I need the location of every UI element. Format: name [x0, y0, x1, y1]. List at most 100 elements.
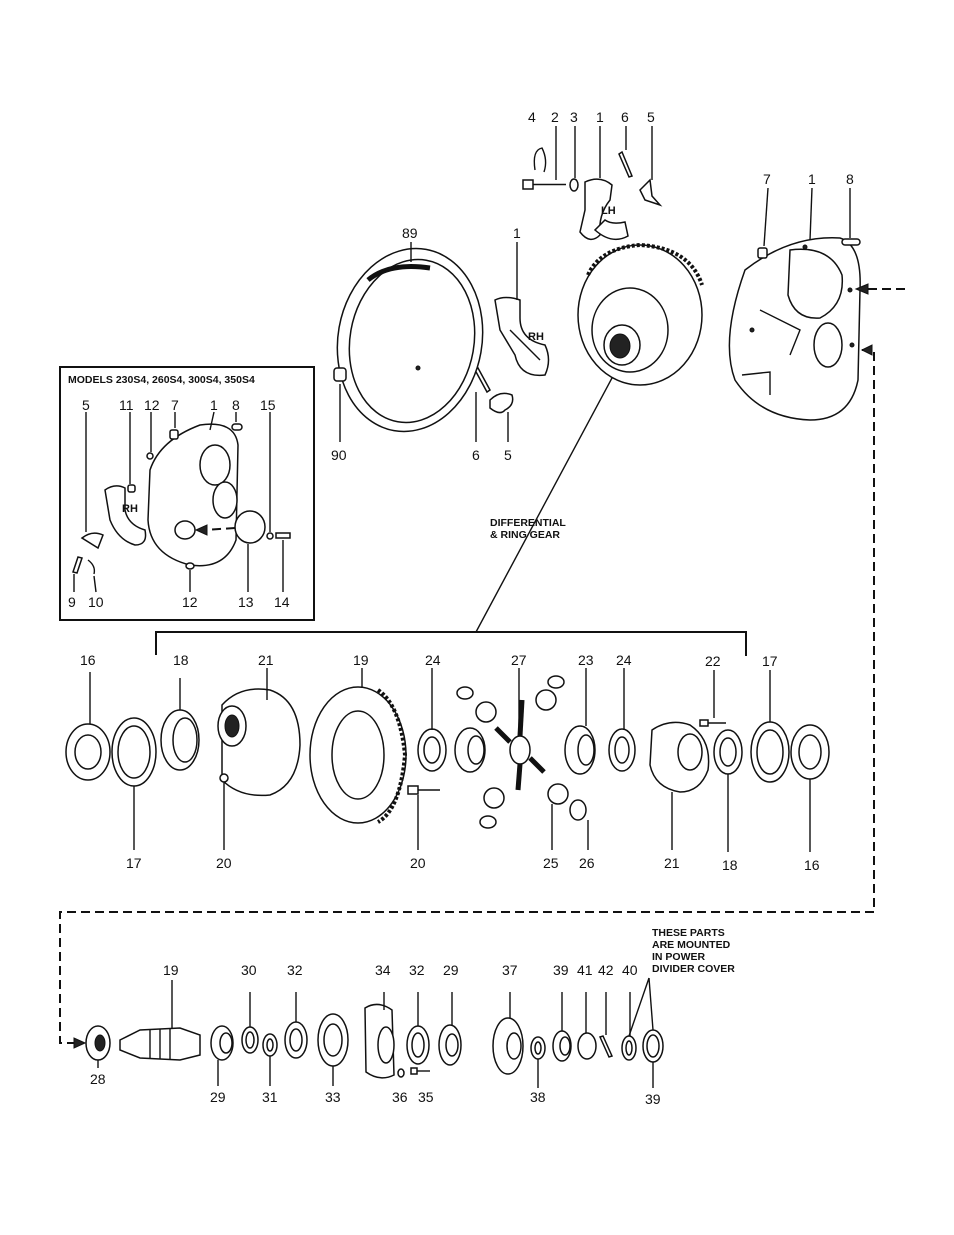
differential-ring-gear-assembly	[578, 245, 702, 385]
callout: 17	[762, 653, 778, 669]
callout: 20	[216, 855, 232, 871]
callout: 36	[392, 1089, 408, 1105]
lh-label: LH	[601, 205, 616, 217]
nut-20-left	[220, 774, 228, 782]
callout: 1	[210, 397, 218, 413]
thrust-washer-24-left	[418, 729, 446, 771]
callout: 7	[171, 397, 179, 413]
callout: 16	[80, 652, 96, 668]
note-line-4: DIVIDER COVER	[652, 963, 735, 975]
drive-pinion-19	[120, 1028, 200, 1060]
callout: 41	[577, 962, 593, 978]
case-half-21-right	[650, 722, 709, 792]
inset-capscrew-9	[73, 557, 82, 573]
inset-lock-5	[82, 533, 103, 548]
note-line-2: ARE MOUNTED	[652, 939, 731, 951]
callout: 8	[846, 171, 854, 187]
washer-38	[531, 1037, 545, 1059]
callout: 37	[502, 962, 518, 978]
inset-screw-14-15	[267, 533, 290, 539]
callout: 1	[596, 109, 604, 125]
cage-34	[365, 1004, 394, 1077]
side-gear-left	[455, 728, 485, 772]
bearing-18-right	[714, 730, 742, 774]
bearing-29-left	[211, 1026, 233, 1060]
callout: 34	[375, 962, 391, 978]
lock-5-mid	[490, 393, 513, 412]
capscrew-2	[523, 180, 566, 189]
bearing-28	[86, 1026, 110, 1060]
inset-heading: MODELS 230S4, 260S4, 300S4, 350S4	[68, 374, 255, 386]
callout: 31	[262, 1089, 278, 1105]
bearing-29-right	[439, 1025, 461, 1065]
lock-5-top	[640, 180, 660, 205]
callout: 9	[68, 594, 76, 610]
callout: 11	[119, 397, 134, 413]
callout: 2	[551, 109, 559, 125]
note-line-3: IN POWER	[652, 951, 706, 963]
plug-90	[334, 368, 346, 381]
note-line-1: THESE PARTS	[652, 927, 725, 939]
bolt-22	[700, 720, 726, 726]
annotation-line-1: DIFFERENTIAL	[490, 517, 566, 529]
callout: 6	[621, 109, 629, 125]
callout: 20	[410, 855, 426, 871]
callout: 42	[598, 962, 614, 978]
callout: 24	[616, 652, 632, 668]
callout: 23	[578, 652, 594, 668]
bearing-cup-39-right	[643, 1030, 663, 1062]
callout: 21	[258, 652, 274, 668]
callout: 22	[705, 653, 721, 669]
side-gear-23	[565, 726, 595, 774]
thrust-washer-24-right	[609, 729, 635, 771]
annotation-line-2: & RING GEAR	[490, 529, 560, 541]
callout: 29	[443, 962, 459, 978]
bolt-20-right	[408, 786, 440, 794]
inset-rh-label: RH	[122, 503, 138, 515]
bearing-cup-16-right	[791, 725, 829, 779]
gear-37	[493, 1018, 523, 1074]
wire-4	[534, 148, 545, 172]
callout: 8	[232, 397, 240, 413]
callout: 18	[722, 857, 738, 873]
callout: 13	[238, 594, 254, 610]
carrier-housing	[729, 238, 860, 420]
inset-housing	[148, 424, 238, 566]
bolt-35	[411, 1068, 430, 1074]
callout: 19	[163, 962, 179, 978]
callout: 39	[553, 962, 569, 978]
pin-8	[842, 239, 860, 245]
bearing-cup-32-left	[285, 1022, 307, 1058]
cotter-42	[600, 1036, 612, 1057]
shim-33	[318, 1014, 348, 1066]
callout: 17	[126, 855, 142, 871]
callout: 38	[530, 1089, 546, 1105]
callout: 4	[528, 109, 536, 125]
callout: 30	[241, 962, 257, 978]
bearing-cone-17-right	[751, 722, 789, 782]
callout: 25	[543, 855, 559, 871]
cotter-6-mid	[475, 368, 490, 392]
callout: 5	[504, 447, 512, 463]
spacer-31	[263, 1034, 277, 1056]
inset-oring-13	[235, 511, 265, 543]
inset-plug-7	[170, 430, 178, 439]
cotter-6-top	[619, 152, 632, 177]
bearing-cone-17-left	[112, 718, 156, 786]
arrow-to-housing	[856, 284, 905, 294]
inset-pin-8	[232, 424, 242, 430]
rh-label: RH	[528, 331, 544, 343]
callout: 5	[647, 109, 655, 125]
bearing-cup-32-right	[407, 1026, 429, 1064]
inset-plug-11	[128, 485, 135, 492]
callout: 28	[90, 1071, 106, 1087]
nut-41	[578, 1033, 596, 1059]
plug-7	[758, 248, 767, 258]
callout: 14	[274, 594, 290, 610]
callout: 12	[182, 594, 198, 610]
spacer-30	[242, 1027, 258, 1053]
spider-27	[496, 700, 544, 790]
callout: 29	[210, 1089, 226, 1105]
callout: 3	[570, 109, 578, 125]
